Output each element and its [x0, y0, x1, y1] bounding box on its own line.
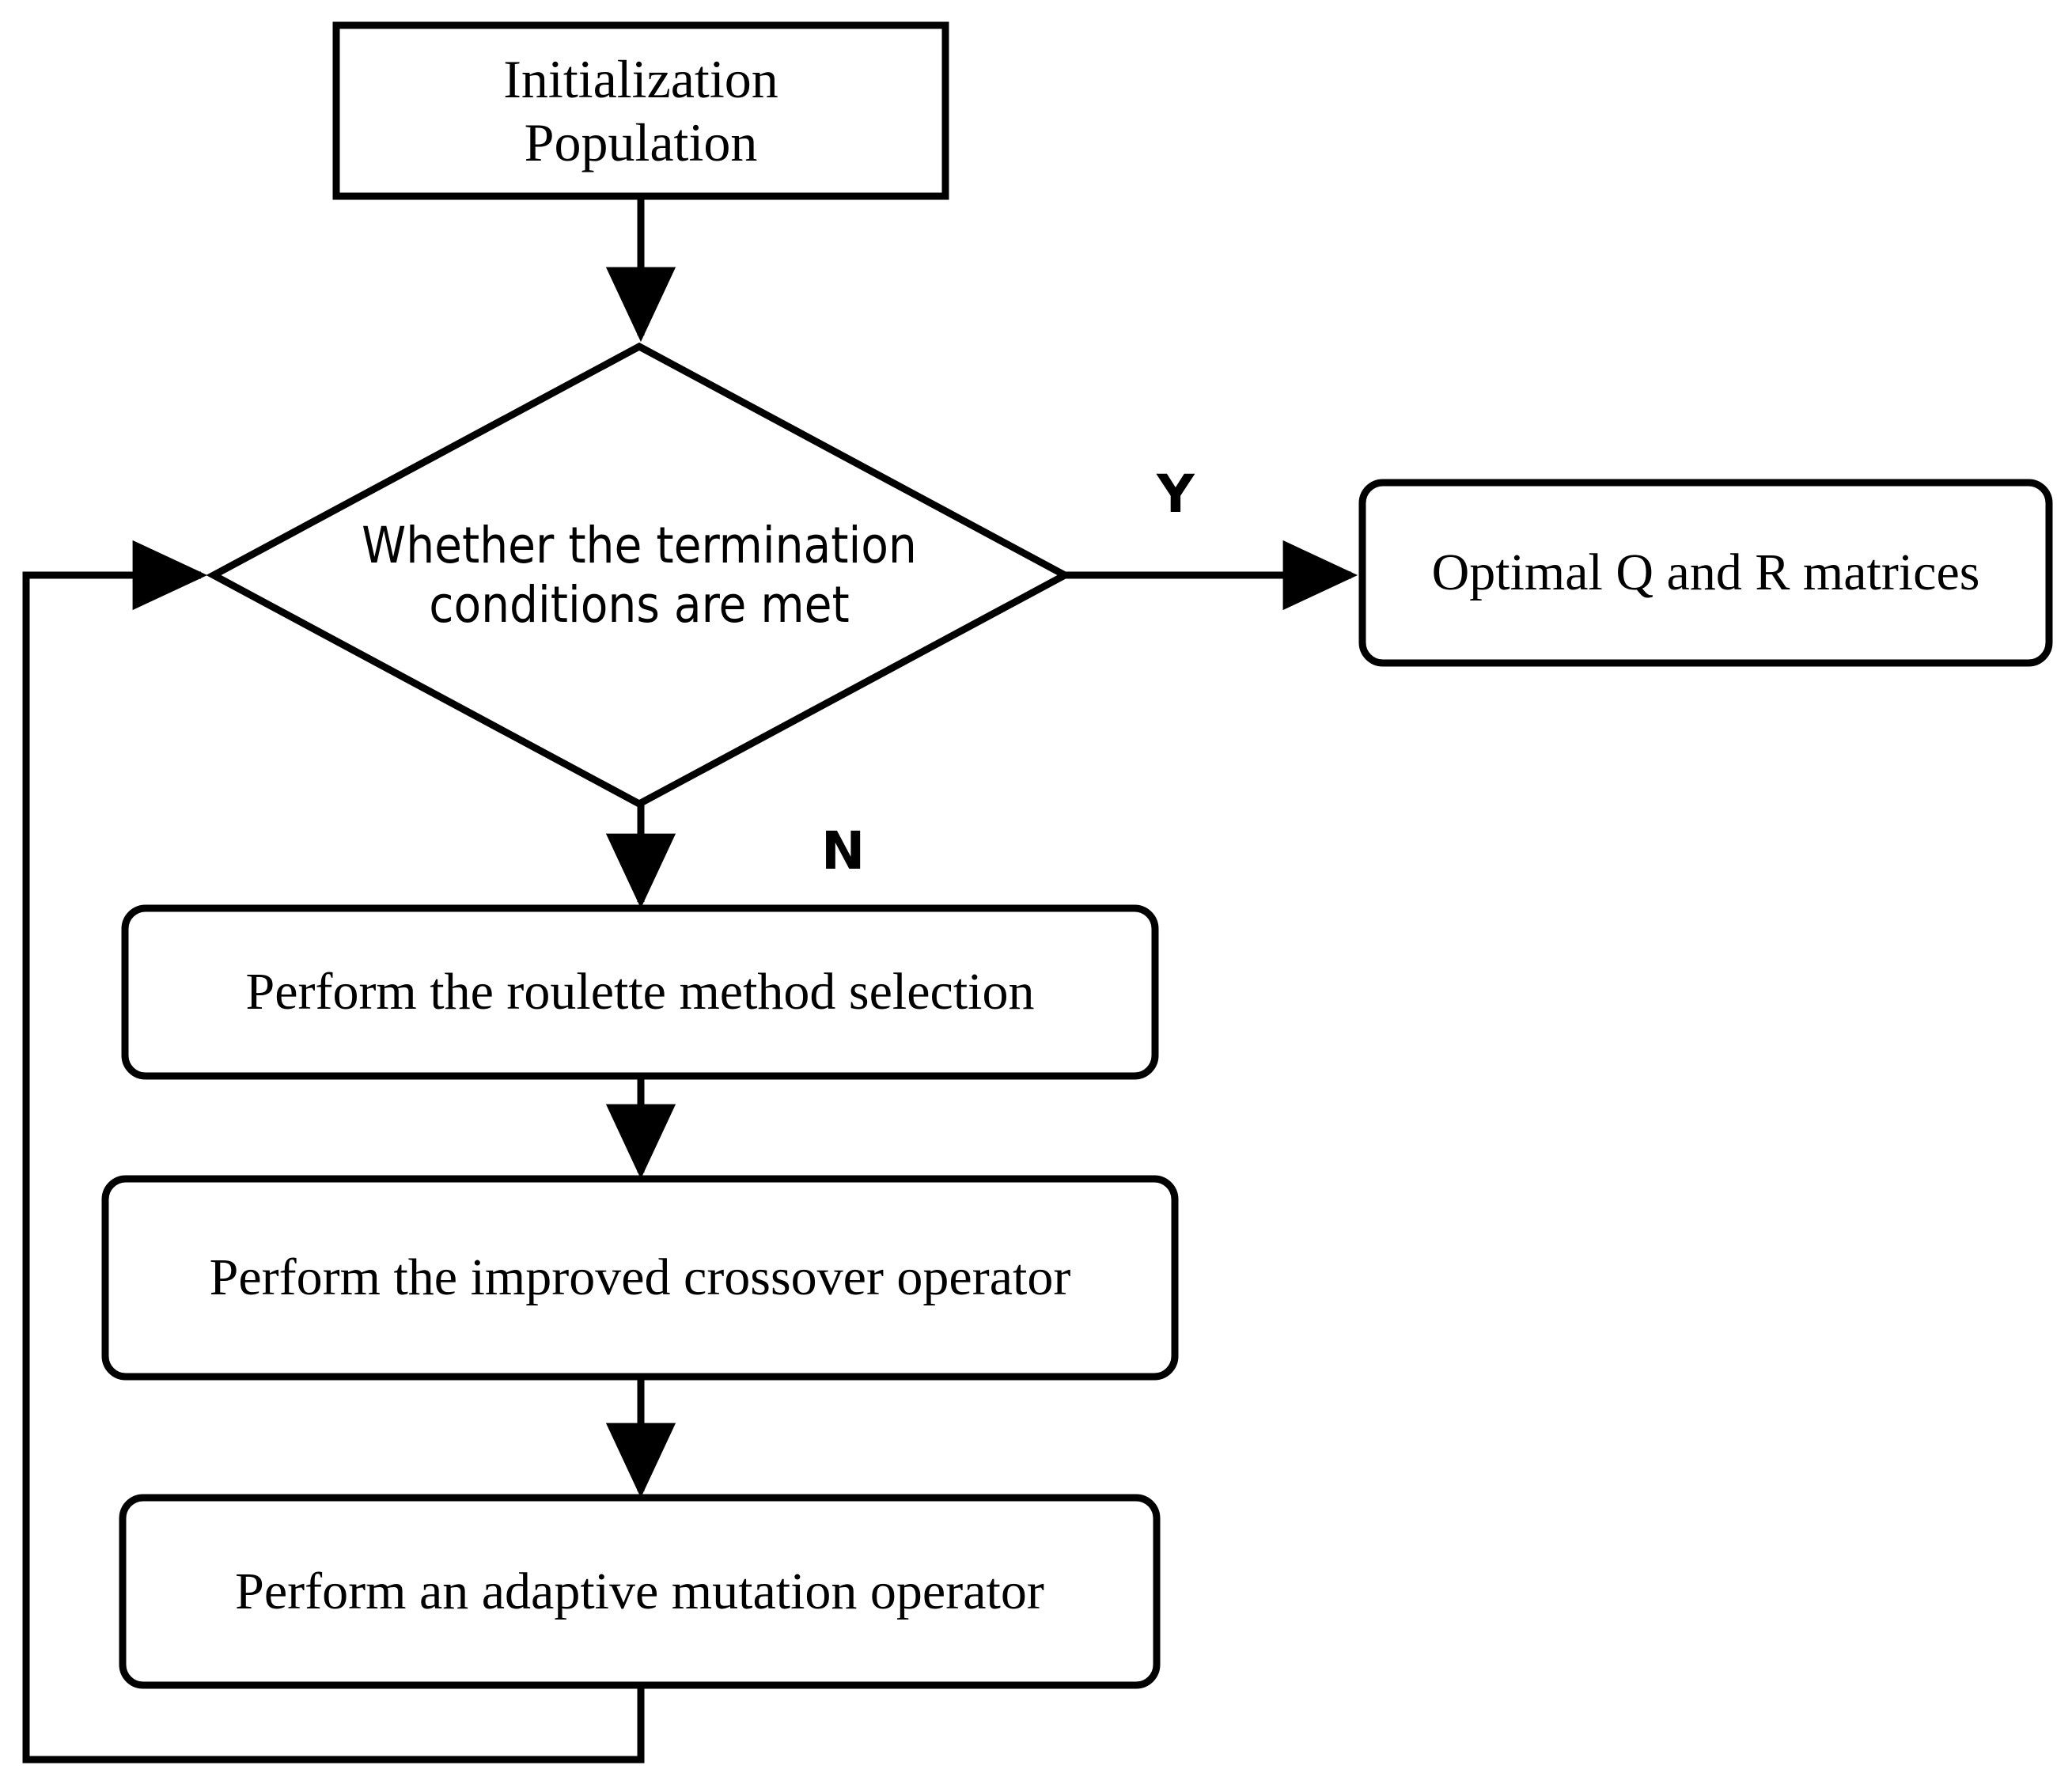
initialization-population-box: [332, 21, 949, 200]
edge-label-no: N: [821, 820, 866, 881]
crossover-operator-box: [101, 1175, 1179, 1381]
mutation-operator-box: [119, 1494, 1161, 1689]
edge-label-yes: Y: [1157, 464, 1195, 525]
optimal-matrices-box: [1358, 479, 2053, 667]
edge-feedback-loop: [22, 540, 645, 1764]
termination-check-diamond: [206, 342, 1073, 809]
roulette-selection-box: [121, 904, 1159, 1080]
